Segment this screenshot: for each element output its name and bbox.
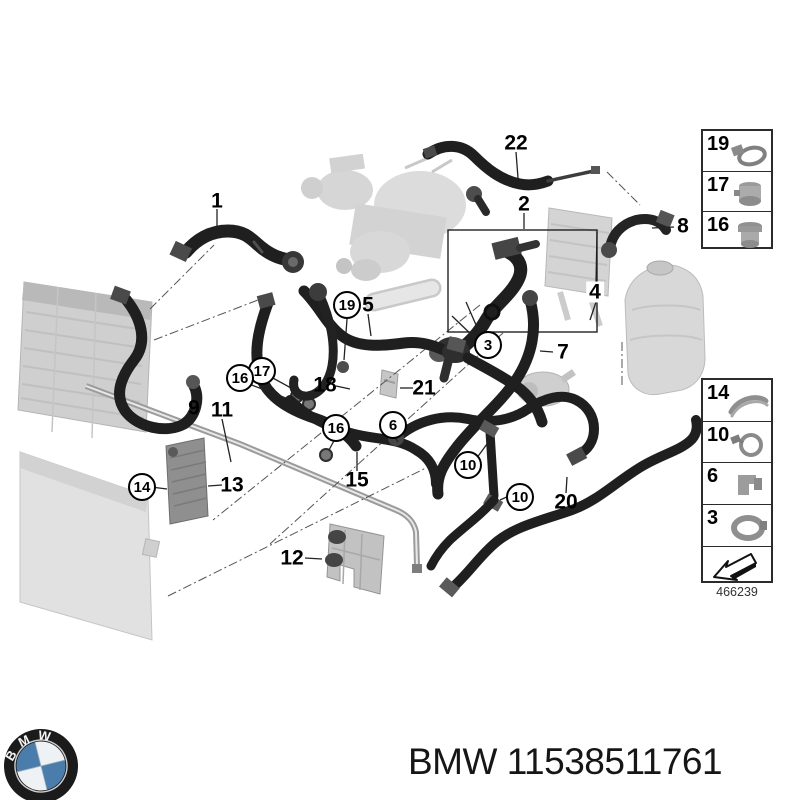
hoses: [110, 140, 702, 598]
coolant-pipe: [84, 383, 422, 573]
part-callout-3: 3: [474, 331, 502, 359]
part-callout-2: 2: [518, 192, 530, 216]
retaining-clip-icon: [738, 475, 762, 495]
part-callout-7: 7: [557, 340, 569, 364]
part-callout-16b: 16: [322, 414, 350, 442]
hose-8: [601, 209, 675, 258]
drawing-number: 466239: [716, 585, 758, 599]
holder-bracket-icon: [728, 395, 769, 418]
part-callout-18: 18: [313, 373, 337, 397]
part-callout-12: 12: [280, 546, 304, 570]
quick-release-coupling-icon: [734, 182, 761, 206]
expansion-tank: [624, 260, 706, 396]
hose-20: [439, 415, 702, 598]
part-callout-11: 11: [210, 398, 234, 422]
retaining-bracket-21: [379, 369, 399, 399]
part-callout-21: 21: [412, 376, 436, 400]
part-callout-4: 4: [586, 281, 604, 303]
part-callout-6: 6: [379, 411, 407, 439]
part-callout-9: 9: [188, 396, 200, 420]
hose-coupling-icon: [738, 222, 762, 248]
bmw-logo: BMW: [1, 725, 78, 800]
egr-cooler-assembly: [301, 153, 466, 312]
leader-lines: [150, 151, 675, 560]
legend-item-14: 14: [703, 380, 771, 421]
part-callout-10: 10: [454, 451, 482, 479]
legend-box-bottom: 14 10 6 3: [701, 378, 773, 583]
engine-oil-cooler: [165, 437, 209, 525]
hose-15: [285, 395, 441, 489]
hose-7: [432, 290, 540, 500]
hose-18: [289, 283, 349, 401]
transmission-oil-cooler: [544, 207, 613, 327]
part-callout-8: 8: [677, 214, 689, 238]
legend-item-3: 3: [703, 504, 771, 546]
legend-item-10: 10: [703, 421, 771, 462]
legend-direction-cell: [703, 546, 771, 587]
direction-arrow-icon: [713, 553, 757, 581]
hose-clamp-icon: [730, 144, 767, 167]
legend-item-17: 17: [703, 171, 771, 211]
hose-1: [169, 224, 304, 273]
band-clamp-icon: [731, 515, 767, 541]
mounting-bracket: [325, 523, 385, 595]
part-2-frame: [447, 229, 598, 333]
hose-9: [110, 285, 203, 435]
legend-item-16: 16: [703, 211, 771, 251]
part-callout-15: 15: [345, 468, 369, 492]
part-number-title: BMW 11538511761: [408, 741, 723, 783]
part-callout-10b: 10: [506, 483, 534, 511]
legend-item-6: 6: [703, 462, 771, 504]
legend-box-top: 19 17 16: [701, 129, 773, 249]
bmw-logo-quadrants: [16, 741, 66, 791]
hose-10-branch: [426, 419, 504, 571]
part-callout-1: 1: [211, 189, 223, 213]
hose-22: [422, 140, 600, 216]
part-callout-14: 14: [128, 473, 156, 501]
part-number: 11538511761: [506, 741, 723, 782]
condenser-panel: [19, 451, 161, 641]
part-callout-20: 20: [554, 490, 578, 514]
part-callout-16: 16: [226, 364, 254, 392]
hose-clamp-icon: [730, 433, 763, 457]
part-callout-19: 19: [333, 291, 361, 319]
part-callout-5: 5: [362, 293, 374, 317]
legend-item-19: 19: [703, 131, 771, 171]
brand-label: BMW: [408, 741, 497, 782]
part-callout-13: 13: [220, 473, 244, 497]
part-callout-22: 22: [504, 131, 528, 155]
